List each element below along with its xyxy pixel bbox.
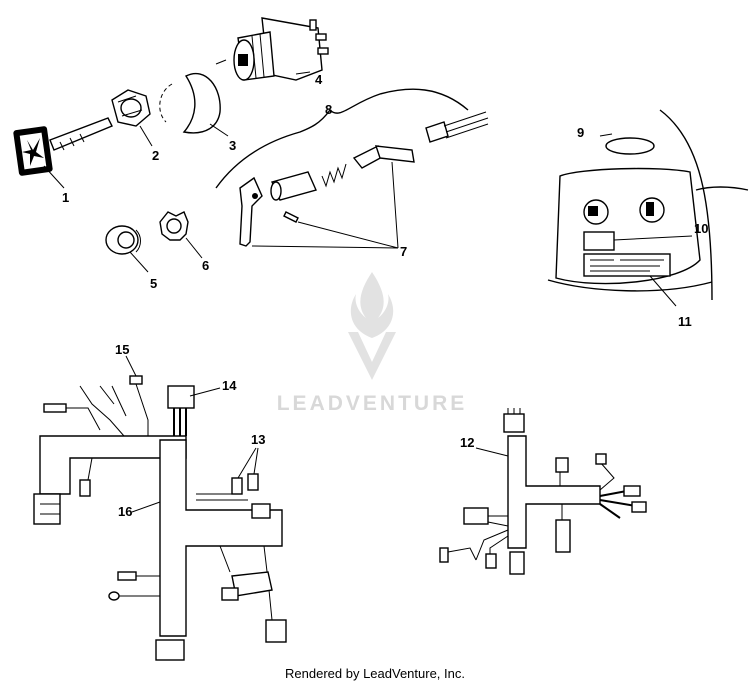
callout-7: 7 xyxy=(400,244,407,259)
callout-13: 13 xyxy=(251,432,265,447)
retaining-nut xyxy=(105,225,141,255)
callout-14: 14 xyxy=(222,378,237,393)
choke-assembly xyxy=(215,88,489,249)
ignition-seal xyxy=(159,73,221,134)
main-wire-harness xyxy=(33,375,287,661)
callout-3: 3 xyxy=(229,138,236,153)
watermark-text: LEADVENTURE xyxy=(277,392,468,415)
footer-credit: Rendered by LeadVenture, Inc. xyxy=(285,666,465,681)
callout-9: 9 xyxy=(577,125,584,140)
watermark-v-logo xyxy=(348,332,396,380)
lock-washer xyxy=(159,211,189,241)
callout-11: 11 xyxy=(678,314,692,329)
callout-1: 1 xyxy=(62,190,69,205)
ignition-switch xyxy=(215,17,329,81)
callout-12: 12 xyxy=(460,435,474,450)
callout-6: 6 xyxy=(202,258,209,273)
callout-labels: 1 2 3 4 5 6 7 8 9 10 11 12 13 14 15 16 xyxy=(62,72,708,519)
callout-5: 5 xyxy=(150,276,157,291)
watermark-flame-logo xyxy=(350,272,394,338)
ignition-key xyxy=(13,117,113,176)
leadventure-watermark: LEADVENTURE xyxy=(277,272,468,415)
callout-8: 8 xyxy=(325,102,332,117)
callout-2: 2 xyxy=(152,148,159,163)
secondary-wire-harness xyxy=(439,408,647,575)
leader-lines xyxy=(43,71,693,513)
callout-4: 4 xyxy=(315,72,323,87)
callout-10: 10 xyxy=(694,221,708,236)
callout-15: 15 xyxy=(115,342,129,357)
ignition-nut xyxy=(111,89,151,127)
callout-16: 16 xyxy=(118,504,132,519)
dash-panel xyxy=(547,109,749,301)
